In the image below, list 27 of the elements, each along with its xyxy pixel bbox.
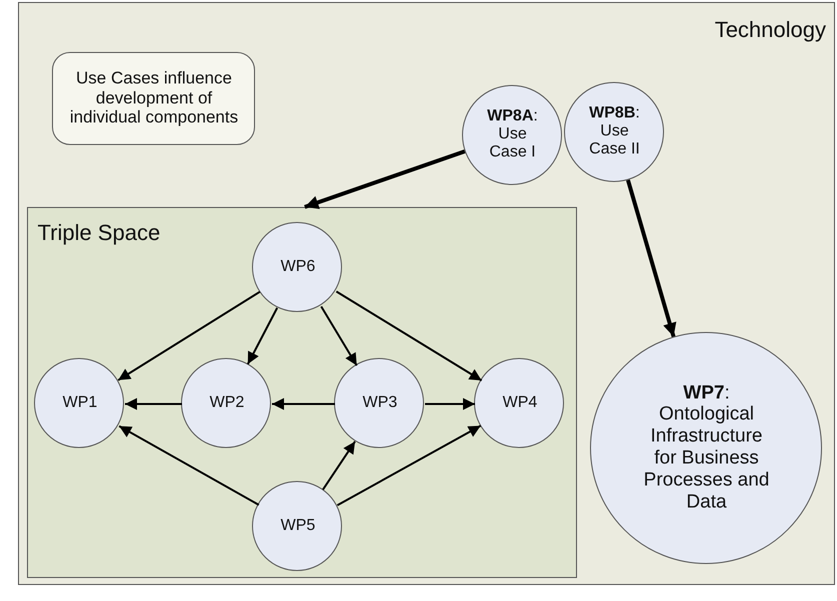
arrow [322,440,356,490]
arrow [272,398,335,410]
panel [18,2,835,585]
node-label: WP4 [502,394,538,412]
node-label: WP1 [62,394,98,412]
arrow [626,179,676,338]
arrow [425,398,475,410]
arrow [304,150,466,209]
node-label: WP8A: Use Case I [486,106,539,162]
arrow [320,306,358,366]
node-label: WP6 [280,258,316,276]
group-box [26,206,576,578]
node-label: Use Cases influence development of individual components [68,68,240,128]
arrow [125,398,182,410]
node-label: WP5 [280,516,316,536]
arrow [336,290,482,382]
arrow [118,425,260,506]
note-box [52,52,254,144]
node-label: WP7: Ontological Infrastructure for Business Processes and Data [642,382,770,514]
node-label: WP2 [208,394,246,412]
node-label: WP8B: Use Case II [588,104,641,160]
node-label: Triple Space [38,220,160,245]
arrow [118,290,260,382]
node-label: WP3 [362,394,398,412]
node-label: Technology [714,17,826,42]
arrow [336,424,482,506]
arrow [246,307,278,365]
